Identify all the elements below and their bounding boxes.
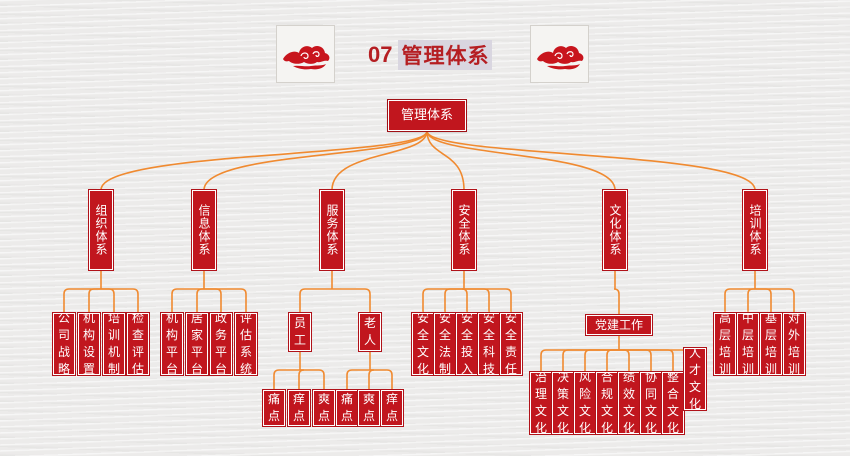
- child-connector: [584, 349, 619, 372]
- leaf-node: 爽点: [357, 389, 381, 427]
- branch-node: 组织体系: [88, 189, 114, 271]
- root-branch-connector: [331, 130, 428, 191]
- child-connector: [196, 288, 204, 313]
- leaf-node: 合规文化: [595, 370, 619, 435]
- child-connector: [332, 288, 371, 313]
- leaf-node: 评估系统: [234, 311, 258, 376]
- leaf-node: 整合文化: [661, 370, 685, 435]
- leaf-node: 人才文化: [683, 346, 707, 411]
- child-connector: [273, 369, 300, 390]
- title-number: 07: [368, 42, 393, 67]
- child-connector: [300, 369, 325, 390]
- leaf-node: 绩效文化: [617, 370, 641, 435]
- root-branch-connector: [426, 130, 756, 191]
- child-connector: [299, 288, 332, 313]
- leaf-node: 机构平台: [160, 311, 184, 376]
- cloud-ornament-icon: [530, 25, 589, 83]
- child-connector: [540, 349, 619, 372]
- child-connector: [747, 288, 755, 313]
- cloud-ornament-icon: [276, 25, 335, 83]
- root-branch-connector: [100, 130, 428, 191]
- child-connector: [461, 288, 468, 313]
- root-branch-connector: [426, 130, 465, 191]
- leaf-node: 安全科技: [477, 311, 501, 376]
- root-branch-connector: [426, 130, 616, 191]
- child-connector: [346, 369, 370, 390]
- child-connector: [63, 288, 101, 313]
- leaf-node: 居家平台: [185, 311, 209, 376]
- child-connector: [101, 288, 139, 313]
- child-connector: [368, 369, 375, 390]
- group-node: 老人: [358, 312, 382, 352]
- leaf-node: 风险文化: [573, 370, 597, 435]
- leaf-node: 痛点: [335, 389, 359, 427]
- leaf-node: 安全文化: [411, 311, 435, 376]
- branch-node: 服务体系: [319, 189, 345, 271]
- child-connector: [370, 369, 393, 390]
- leaf-node: 安全投入: [455, 311, 479, 376]
- child-connector: [464, 288, 512, 313]
- leaf-node: 治理文化: [529, 370, 553, 435]
- leaf-node: 检查评估: [126, 311, 150, 376]
- leaf-node: 对外培训: [782, 311, 806, 376]
- branch-node: 文化体系: [602, 189, 628, 271]
- child-connector: [204, 288, 247, 313]
- child-connector: [422, 288, 464, 313]
- child-connector: [606, 349, 619, 372]
- child-connector: [724, 288, 755, 313]
- leaf-node: 安全法制: [433, 311, 457, 376]
- branch-node: 培训体系: [742, 189, 768, 271]
- root-node: 管理体系: [387, 99, 467, 132]
- child-connector: [171, 288, 204, 313]
- leaf-node: 痛点: [262, 389, 286, 427]
- page-title: 07 管理体系: [368, 40, 493, 70]
- leaf-node: 决策文化: [551, 370, 575, 435]
- child-connector: [613, 288, 620, 315]
- leaf-node: 爽点: [312, 389, 336, 427]
- branch-node: 安全体系: [451, 189, 477, 271]
- root-branch-connector: [203, 130, 428, 191]
- leaf-node: 协同文化: [639, 370, 663, 435]
- leaf-node: 公司战略: [52, 311, 76, 376]
- child-connector: [88, 288, 101, 313]
- group-node: 党建工作: [585, 314, 653, 336]
- leaf-node: 机构设置: [77, 311, 101, 376]
- leaf-node: 高层培训: [713, 311, 737, 376]
- leaf-node: 培训机制: [102, 311, 126, 376]
- leaf-node: 中层培训: [736, 311, 760, 376]
- leaf-node: 基层培训: [759, 311, 783, 376]
- leaf-node: 政务平台: [209, 311, 233, 376]
- leaf-node: 痒点: [380, 389, 404, 427]
- child-connector: [755, 288, 795, 313]
- child-connector: [444, 288, 464, 313]
- leaf-node: 安全责任: [499, 311, 523, 376]
- leaf-node: 痒点: [287, 389, 311, 427]
- child-connector: [562, 349, 619, 372]
- group-node: 员工: [288, 312, 312, 352]
- branch-node: 信息体系: [191, 189, 217, 271]
- child-connector: [298, 369, 305, 390]
- title-text: 管理体系: [398, 40, 493, 70]
